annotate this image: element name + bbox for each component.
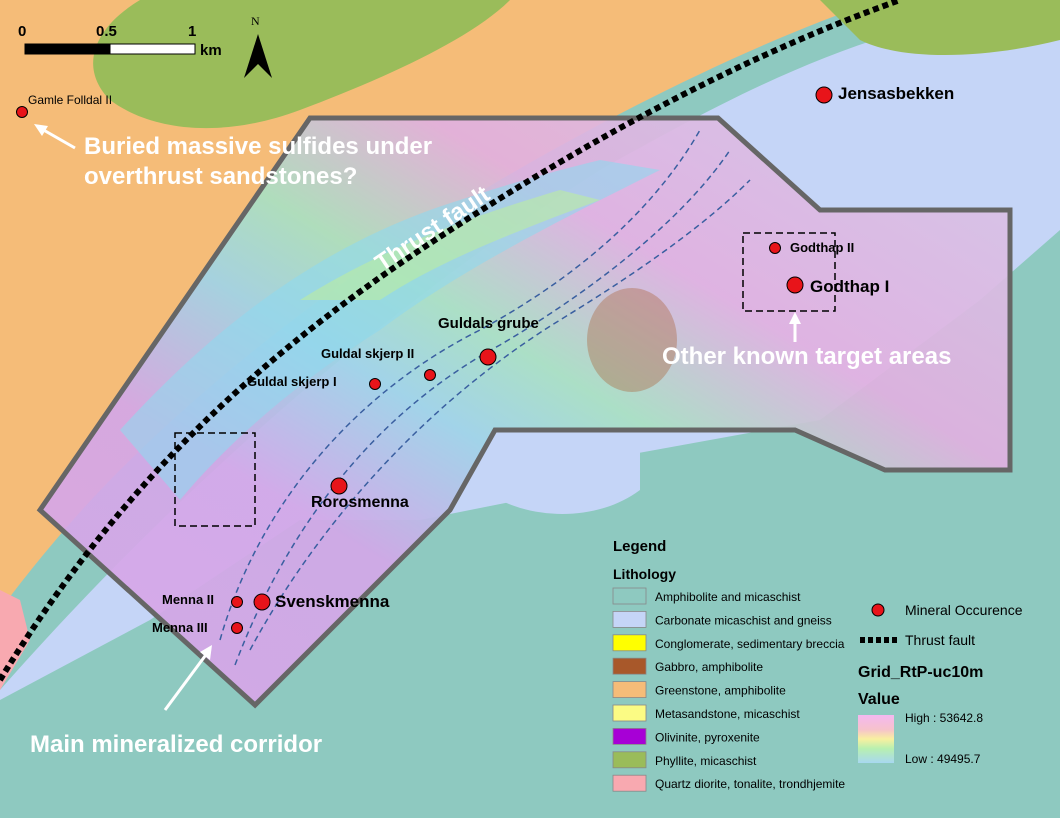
legend-mineral-occurrence-label: Mineral Occurence [905, 602, 1023, 618]
annotation-other-targets: Other known target areas [662, 343, 951, 370]
legend-low: Low : 49495.7 [905, 752, 981, 766]
occurrence-label: Gamle Folldal II [28, 93, 112, 107]
annotation-buried-line2: overthrust sandstones? [84, 163, 357, 190]
legend-value-title: Value [858, 691, 900, 708]
arrow-buried-icon [34, 124, 76, 150]
occurrence-label: Godthap I [810, 277, 889, 296]
gabbro-body [587, 288, 677, 392]
greenstone-area [0, 0, 880, 610]
carbonate-lower-area [500, 420, 640, 514]
lithology-swatch [612, 681, 647, 698]
occurrence-svenskmenna[interactable]: Svenskmenna [253, 592, 390, 611]
quartz-diorite-area [0, 590, 30, 690]
occurrence-guldal-skjerp-i[interactable]: Guldal skjerp I [247, 374, 381, 390]
lithology-swatch [612, 728, 647, 745]
lithology-label: Olivinite, pyroxenite [655, 730, 760, 744]
occurrence-label: Guldal skjerp I [247, 374, 337, 389]
target-box-corridor [174, 432, 256, 527]
scale-tick-0: 0 [18, 23, 26, 40]
occurrence-guldals-grube[interactable]: Guldals grube [438, 315, 539, 366]
north-arrow-icon: N [244, 14, 272, 78]
occurrence-label: Menna II [162, 592, 214, 607]
lithology-swatch [612, 587, 647, 605]
lithology-swatch [612, 657, 647, 675]
target-box-godthap [742, 232, 836, 312]
lithology-label: Amphibolite and micaschist [655, 590, 801, 604]
corridor-line-3 [249, 179, 751, 651]
annotation-main-corridor: Main mineralized corridor [30, 731, 322, 758]
grid-anomaly-band [120, 160, 660, 500]
occurrence-guldal-skjerp-ii[interactable]: Guldal skjerp II [321, 346, 436, 381]
occurrence-label: Svenskmenna [275, 592, 390, 611]
lithology-label: Carbonate micaschist and gneiss [655, 613, 832, 627]
lithology-label: Quartz diorite, tonalite, trondhjemite [655, 777, 845, 791]
lithology-swatch [612, 611, 647, 628]
occurrence-menna-iii[interactable]: Menna III [152, 620, 243, 635]
thrust-fault-line [0, 0, 902, 682]
legend-thrust-fault: Thrust fault [860, 632, 975, 648]
lithology-label: Greenstone, amphibolite [655, 684, 786, 698]
grid-green-band [300, 190, 600, 300]
lithology-swatch [612, 774, 647, 792]
legend-title: Legend [613, 538, 666, 555]
legend-mineral-occurrence: Mineral Occurence [871, 602, 1023, 618]
occurrence-godthap-i[interactable]: Godthap I [786, 276, 889, 296]
legend-thrust-fault-label: Thrust fault [905, 632, 975, 648]
legend-value-gradient [858, 715, 894, 763]
legend: Legend Lithology Amphibolite and micasch… [612, 538, 1023, 792]
occurrence-label: Guldal skjerp II [321, 346, 414, 361]
lithology-label: Metasandstone, micaschist [655, 707, 800, 721]
scale-bar: 0 0.5 1 km [18, 23, 222, 59]
arrow-other-targets-icon [789, 312, 801, 342]
lithology-label: Gabbro, amphibolite [655, 660, 763, 674]
occurrence-rorosmenna[interactable]: Rorosmenna [311, 477, 409, 511]
occurrence-label: Rorosmenna [311, 494, 409, 511]
occurrence-label: Jensasbekken [838, 84, 954, 103]
scale-tick-1: 1 [188, 23, 196, 40]
lithology-label: Conglomerate, sedimentary breccia [655, 637, 845, 651]
occurrence-jensasbekken[interactable]: Jensasbekken [815, 84, 954, 104]
occurrence-label: Godthap II [790, 240, 854, 255]
occurrence-label: Menna III [152, 620, 208, 635]
legend-grid-title: Grid_RtP-uc10m [858, 664, 983, 681]
lithology-swatch [612, 704, 647, 722]
lithology-swatch [612, 751, 647, 769]
north-label: N [251, 14, 260, 28]
legend-high: High : 53642.8 [905, 711, 983, 725]
phyllite-area-1 [93, 0, 510, 129]
corridor-line-1 [219, 129, 701, 641]
lithology-swatch [612, 634, 647, 652]
occurrence-label: Guldals grube [438, 315, 539, 332]
lithology-title: Lithology [613, 566, 676, 582]
occurrence-gamle-folldal-ii[interactable]: Gamle Folldal II [16, 93, 113, 118]
grid-outline [36, 115, 1013, 709]
phyllite-area-2 [820, 0, 1060, 55]
occurrence-godthap-ii[interactable]: Godthap II [769, 240, 855, 255]
scale-unit: km [200, 42, 222, 59]
arrow-main-corridor-icon [163, 645, 212, 711]
annotation-buried-line1: Buried massive sulfides under [84, 133, 432, 160]
scale-tick-05: 0.5 [96, 23, 117, 40]
occurrence-menna-ii[interactable]: Menna II [162, 592, 243, 608]
magnetic-grid [40, 118, 1010, 705]
lithology-label: Phyllite, micaschist [655, 754, 757, 768]
